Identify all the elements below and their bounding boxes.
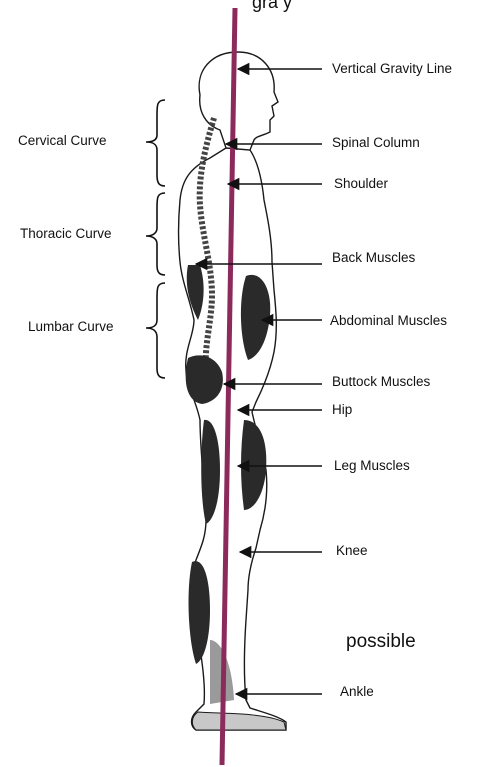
possible-text: possible <box>346 631 416 653</box>
lumbar-brace <box>146 283 165 378</box>
label-knee: Knee <box>336 543 368 558</box>
label-abdominal-muscles: Abdominal Muscles <box>330 313 447 328</box>
label-ankle: Ankle <box>340 684 374 699</box>
label-shoulder: Shoulder <box>334 176 388 191</box>
thoracic-brace <box>146 193 165 275</box>
label-spinal-column: Spinal Column <box>332 135 420 150</box>
cervical-brace <box>146 100 165 186</box>
head-outline <box>199 52 278 151</box>
curve-label-cervical: Cervical Curve <box>18 133 107 148</box>
header-partial: gra y <box>252 0 292 13</box>
label-hip: Hip <box>332 402 352 417</box>
curve-label-lumbar: Lumbar Curve <box>28 319 114 334</box>
label-buttock-muscles: Buttock Muscles <box>332 374 430 389</box>
curve-label-thoracic: Thoracic Curve <box>20 226 112 241</box>
label-leg-muscles: Leg Muscles <box>334 458 410 473</box>
label-back-muscles: Back Muscles <box>332 250 415 265</box>
label-gravity-line: Vertical Gravity Line <box>332 61 452 76</box>
